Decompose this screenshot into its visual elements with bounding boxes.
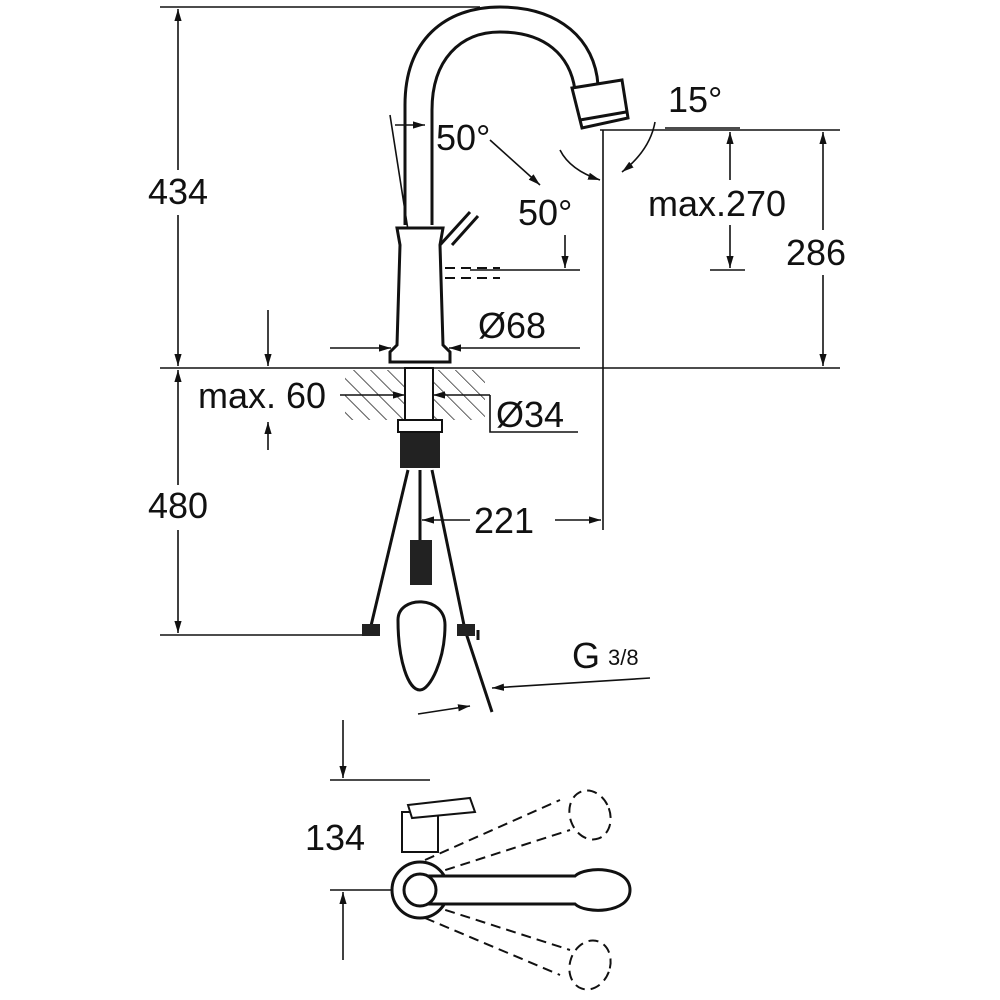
spout-height-label: 286	[786, 232, 846, 273]
hole-diameter-label: Ø34	[496, 394, 564, 435]
height-434-label: 434	[148, 171, 208, 212]
hose-length-label: 480	[148, 485, 208, 526]
reference-lines	[160, 6, 840, 891]
plan-depth-label: 134	[305, 817, 365, 858]
dimension-labels: 434 50° 50° 15° max.270 286 Ø68 max. 60 …	[140, 79, 846, 858]
max-pullout-label: max.270	[648, 183, 786, 224]
thread-fraction-label: 3/8	[608, 645, 639, 670]
base-diameter-label: Ø68	[478, 305, 546, 346]
thread-label: G	[572, 635, 600, 676]
spray-angle-label: 15°	[668, 79, 722, 120]
spout-reach-label: 221	[474, 500, 534, 541]
counter-thickness-label: max. 60	[198, 375, 326, 416]
faucet-plan-view	[390, 789, 632, 991]
lever-angle-label: 50°	[436, 117, 490, 158]
faucet-side-view	[345, 5, 630, 713]
swivel-angle-label: 50°	[518, 192, 572, 233]
dimension-lines	[174, 9, 827, 960]
